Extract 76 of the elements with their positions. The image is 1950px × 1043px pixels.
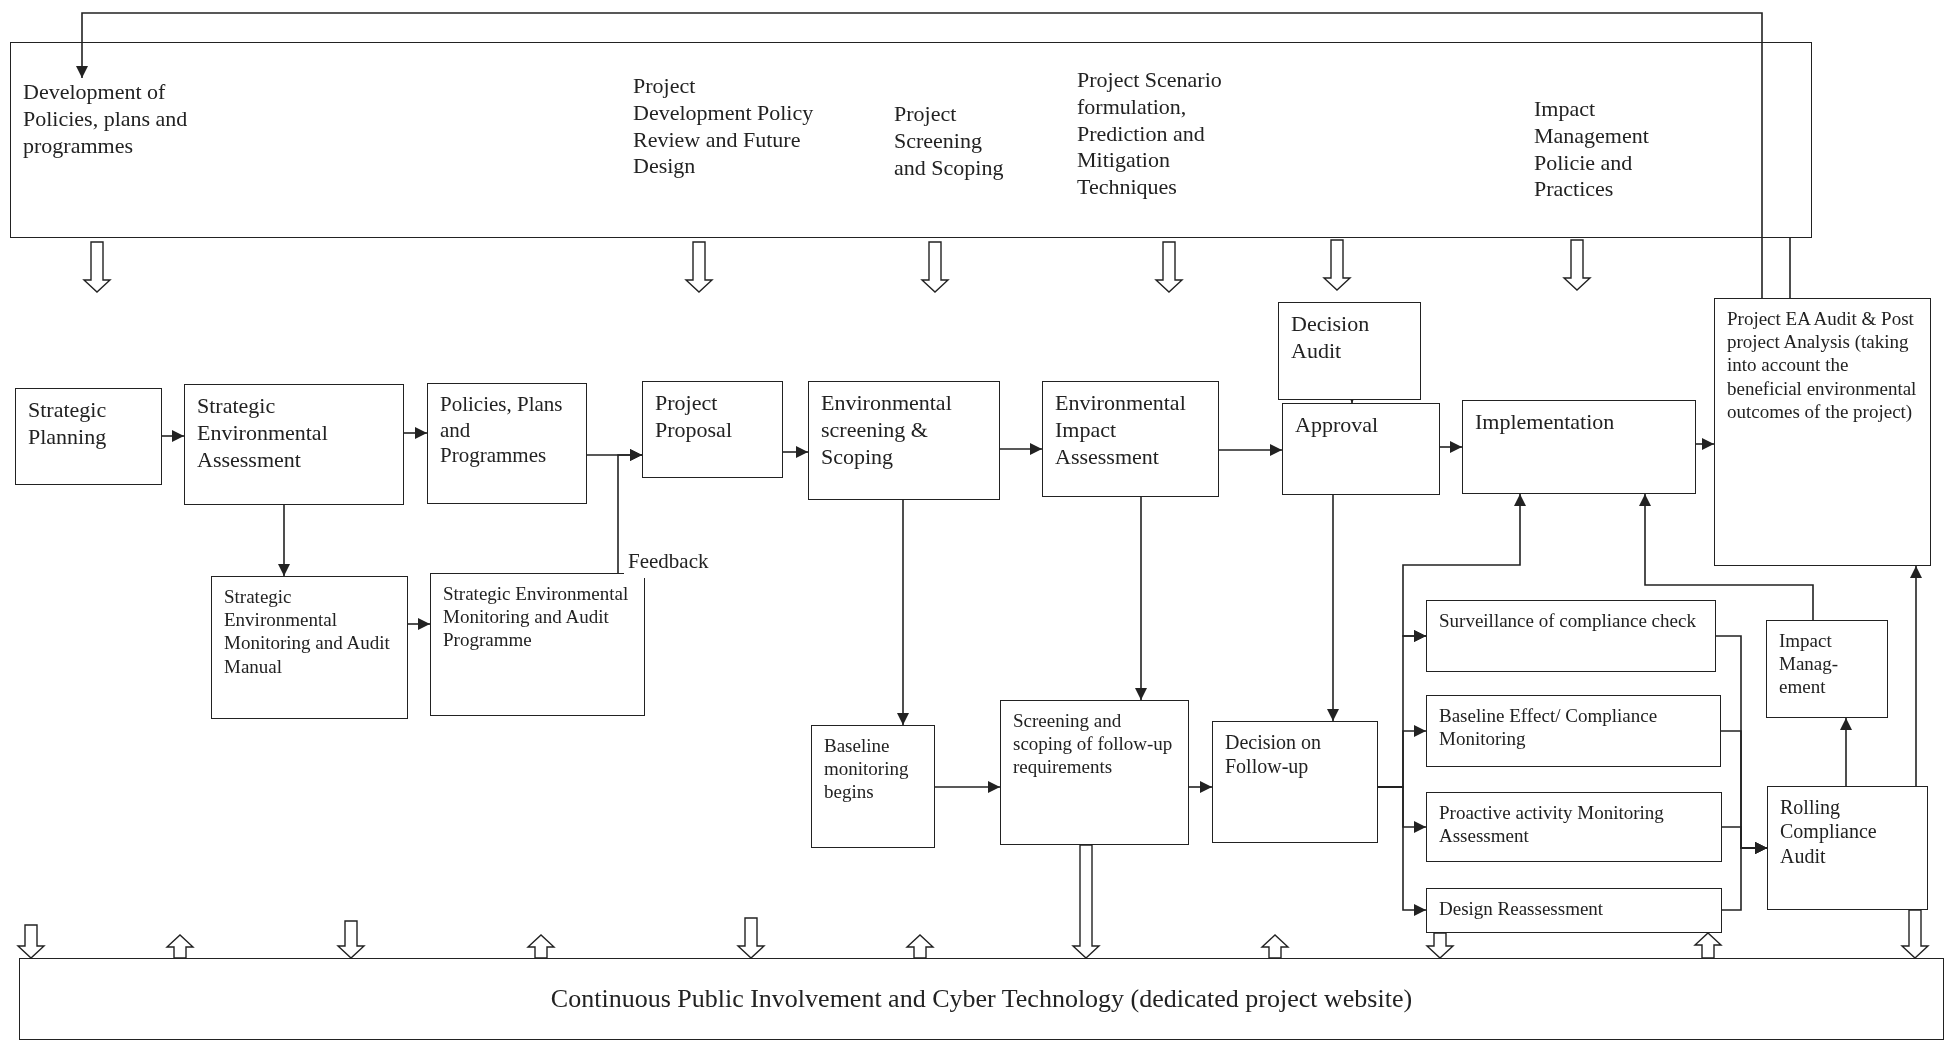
arrow bbox=[999, 443, 1043, 455]
process-box bbox=[1767, 786, 1928, 910]
box-label: Approval bbox=[1295, 412, 1380, 439]
process-box bbox=[1212, 721, 1378, 843]
box-label: Decision on Follow-up bbox=[1225, 730, 1323, 779]
arrow bbox=[1695, 438, 1715, 450]
block-arrow bbox=[1900, 909, 1930, 959]
stage-label: Impact Management Policie and Practices bbox=[1534, 96, 1650, 204]
stage-label: Project Screening and Scoping bbox=[894, 101, 1005, 182]
box-label: Surveillance of compliance check bbox=[1439, 609, 1697, 633]
box-label: Impact Manag-ement bbox=[1779, 629, 1840, 699]
box-label: Strategic Environmental Monitoring and Audit Manual bbox=[224, 585, 391, 678]
box-label: Design Reassessment bbox=[1439, 897, 1605, 921]
arrow bbox=[897, 499, 909, 726]
box-label: Project EA Audit & Post project Analysis (taking into account the beneficial environmental outcomes of the project) bbox=[1727, 307, 1918, 423]
process-box bbox=[1426, 695, 1721, 767]
process-box bbox=[427, 383, 587, 504]
process-box bbox=[642, 381, 783, 478]
arrow bbox=[1188, 781, 1213, 793]
process-box bbox=[1766, 620, 1888, 718]
box-label: Strategic Planning bbox=[28, 397, 108, 451]
process-box bbox=[184, 384, 404, 505]
arrow bbox=[76, 12, 1763, 299]
arrow bbox=[1639, 493, 1814, 621]
block-arrow bbox=[1693, 932, 1723, 959]
arrow bbox=[1721, 842, 1768, 911]
process-box bbox=[808, 381, 1000, 500]
block-arrow bbox=[1071, 844, 1101, 959]
process-box bbox=[1042, 381, 1219, 497]
box-label: Rolling Compliance Audit bbox=[1780, 795, 1878, 869]
box-label: Strategic Environmental Assessment bbox=[197, 393, 329, 474]
arrow bbox=[782, 446, 809, 458]
arrow bbox=[407, 618, 431, 630]
block-arrow bbox=[1425, 932, 1455, 959]
process-box bbox=[1426, 792, 1722, 862]
box-label: Baseline monitoring begins bbox=[824, 734, 910, 804]
arrow bbox=[278, 504, 290, 577]
process-box bbox=[1462, 400, 1696, 494]
arrow bbox=[1439, 441, 1463, 453]
process-box bbox=[811, 725, 935, 848]
process-box bbox=[1714, 298, 1931, 566]
process-box bbox=[1426, 888, 1722, 933]
arrow bbox=[617, 449, 643, 574]
process-box bbox=[1282, 403, 1440, 495]
box-label: Proactive activity Monitoring Assessment bbox=[1439, 801, 1665, 848]
process-box bbox=[430, 573, 645, 716]
process-box bbox=[1000, 700, 1189, 845]
public-involvement-bar bbox=[19, 958, 1944, 1040]
box-label: Screening and scoping of follow-up requirements bbox=[1013, 709, 1174, 779]
arrow bbox=[1840, 717, 1852, 787]
stage-label: Development of Policies, plans and programmes bbox=[23, 79, 189, 160]
arrow bbox=[161, 430, 185, 442]
box-label: Project Proposal bbox=[655, 390, 733, 444]
stage-label: Project Scenario formulation, Prediction and Mitigation Techniques bbox=[1077, 67, 1223, 202]
process-box bbox=[211, 576, 408, 719]
arrow bbox=[934, 781, 1001, 793]
arrow bbox=[1327, 494, 1339, 722]
stage-band bbox=[10, 42, 1812, 238]
process-box bbox=[1426, 600, 1716, 672]
box-label: Continuous Public Involvement and Cyber Technology (dedicated project website) bbox=[550, 983, 1413, 1015]
process-box bbox=[1278, 302, 1421, 400]
arrow bbox=[403, 427, 428, 439]
box-label: Environmental Impact Assessment bbox=[1055, 390, 1187, 471]
arrow bbox=[1910, 565, 1922, 787]
box-label: Strategic Environmental Monitoring and Audit Programme bbox=[443, 582, 630, 652]
arrow bbox=[1218, 444, 1283, 456]
arrow bbox=[1135, 496, 1147, 701]
box-label: Policies, Plans and Programmes bbox=[440, 392, 564, 469]
arrow bbox=[1377, 786, 1427, 916]
box-label: Baseline Effect/ Compliance Monitoring bbox=[1439, 704, 1659, 751]
process-box bbox=[15, 388, 162, 485]
box-label: Implementation bbox=[1475, 409, 1616, 436]
stage-label: Project Development Policy Review and Future Design bbox=[633, 73, 815, 181]
box-label: Environmental screening & Scoping bbox=[821, 390, 953, 471]
arrow bbox=[1402, 493, 1526, 642]
box-label: Decision Audit bbox=[1291, 311, 1371, 365]
